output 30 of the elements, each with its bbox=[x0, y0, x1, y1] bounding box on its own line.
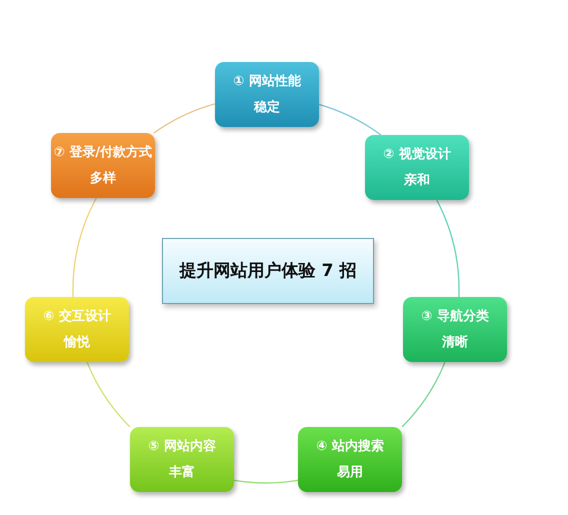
connector-arc bbox=[436, 200, 460, 298]
step-title: ③ 导航分类 bbox=[421, 308, 489, 324]
step-title: ⑦ 登录/付款方式 bbox=[54, 144, 152, 160]
step-box bbox=[215, 62, 319, 127]
step-description: 清晰 bbox=[442, 334, 468, 350]
step-box bbox=[298, 427, 402, 492]
step-description: 多样 bbox=[90, 170, 116, 186]
step-title: ① 网站性能 bbox=[233, 74, 301, 90]
step-title: ④ 站内搜索 bbox=[316, 438, 384, 454]
connector-arc bbox=[86, 362, 130, 428]
step-description: 丰富 bbox=[169, 464, 195, 480]
connector-arc bbox=[319, 104, 382, 136]
title-text: 提升网站用户体验 7 招 bbox=[180, 260, 356, 282]
step-description: 亲和 bbox=[404, 172, 430, 188]
step-box bbox=[130, 427, 234, 492]
step-title: ② 视觉设计 bbox=[383, 146, 451, 162]
title-box bbox=[162, 238, 374, 304]
step-description: 稳定 bbox=[254, 100, 280, 116]
step-title: ⑤ 网站内容 bbox=[148, 438, 216, 454]
connector-arc bbox=[72, 198, 97, 298]
step-title: ⑥ 交互设计 bbox=[43, 308, 111, 324]
step-box bbox=[403, 297, 507, 362]
connector-arc bbox=[153, 103, 215, 134]
step-box bbox=[365, 135, 469, 200]
step-box bbox=[25, 297, 129, 362]
step-description: 易用 bbox=[337, 464, 363, 480]
step-description: 愉悦 bbox=[64, 334, 90, 350]
connector-arc bbox=[234, 480, 298, 484]
step-box bbox=[51, 133, 155, 198]
connector-arc bbox=[402, 362, 446, 428]
